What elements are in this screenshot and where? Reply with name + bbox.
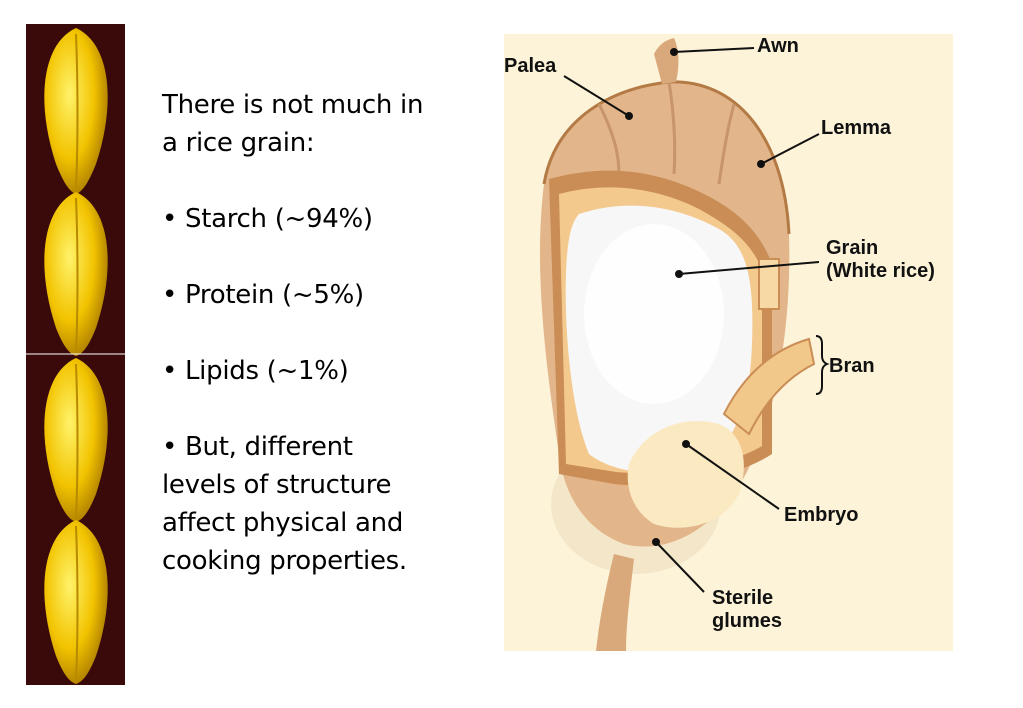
rice-grain-photo-3 bbox=[44, 358, 108, 522]
intro-text: There is not much in a rice grain: bbox=[162, 90, 424, 158]
rice-grain-photo-2 bbox=[44, 192, 108, 356]
label-sterile: Sterile bbox=[712, 587, 773, 609]
bran-layer bbox=[722, 258, 816, 436]
rice-composition-text: There is not much in a rice grain: • Sta… bbox=[162, 86, 482, 580]
label-lemma: Lemma bbox=[821, 117, 892, 139]
label-palea: Palea bbox=[504, 55, 557, 77]
embryo-shape bbox=[627, 420, 744, 528]
label-glumes: glumes bbox=[712, 610, 782, 632]
bullet-structure: • But, different levels of structure aff… bbox=[162, 432, 407, 576]
rice-grain-photo-strip bbox=[26, 24, 125, 685]
bran-brace bbox=[815, 335, 830, 395]
label-white-rice: (White rice) bbox=[826, 260, 935, 282]
bullet-lipids: • Lipids (~1%) bbox=[162, 356, 349, 386]
bullet-starch: • Starch (~94%) bbox=[162, 204, 373, 234]
leader-lines bbox=[563, 47, 820, 593]
label-embryo: Embryo bbox=[784, 504, 858, 526]
rice-grain-photo-1 bbox=[44, 28, 108, 194]
rice-grain-photo-4 bbox=[44, 520, 108, 684]
rice-grain-diagram: Awn Palea Lemma Grain (White rice) Bran … bbox=[504, 34, 953, 651]
label-awn: Awn bbox=[757, 35, 799, 57]
label-grain: Grain bbox=[826, 237, 878, 259]
label-bran: Bran bbox=[829, 355, 875, 377]
bullet-protein: • Protein (~5%) bbox=[162, 280, 364, 310]
